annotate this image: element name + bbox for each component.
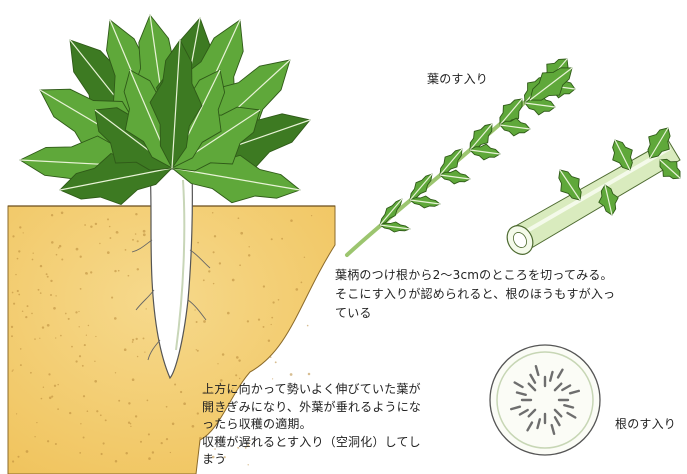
leaf-hollow-label: 葉のす入り — [427, 70, 488, 87]
cut-petiole — [502, 128, 680, 259]
harvest-line-3: ったら収穫の適期。 — [202, 416, 482, 434]
harvest-line-5: まう — [202, 451, 482, 469]
leaf-check-line-1: 葉柄のつけ根から2～3cmのところを切ってみる。 — [335, 266, 685, 285]
harvest-line-1: 上方に向かって勢いよく伸びていた葉が — [202, 381, 482, 399]
leaf-check-line-2: そこにす入りが認められると、根のほうもすが入っ — [335, 285, 685, 304]
root-hollow-label: 根のす入り — [615, 415, 676, 432]
leaf-check-line-3: ている — [335, 304, 685, 323]
harvest-description: 上方に向かって勢いよく伸びていた葉が 開きぎみになり、外葉が垂れるようにな った… — [202, 381, 482, 469]
harvest-line-2: 開きぎみになり、外葉が垂れるようにな — [202, 399, 482, 417]
leaf-check-description: 葉柄のつけ根から2～3cmのところを切ってみる。 そこにす入りが認められると、根… — [335, 266, 685, 323]
harvest-line-4: 収穫が遅れるとす入り（空洞化）してし — [202, 434, 482, 452]
root-cross-section — [490, 345, 600, 455]
